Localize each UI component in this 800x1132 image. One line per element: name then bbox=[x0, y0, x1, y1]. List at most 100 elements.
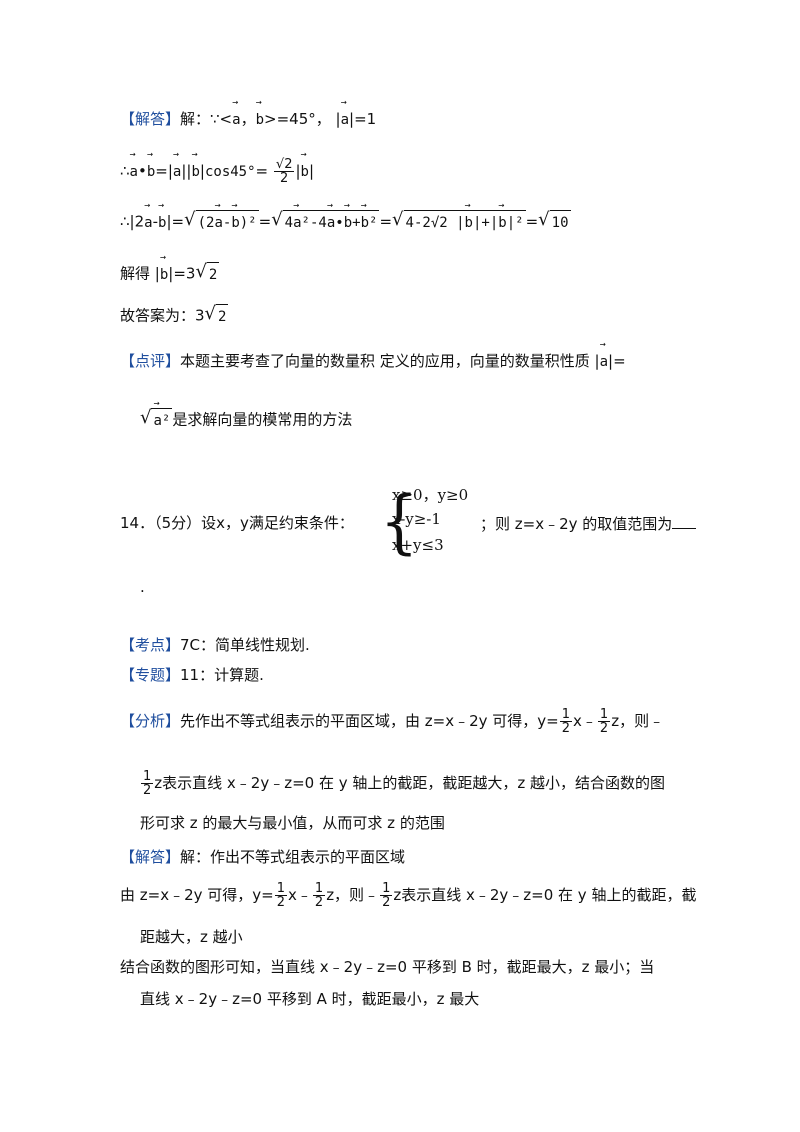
constraint-2: x-y≥-1 bbox=[392, 510, 441, 528]
minus: - bbox=[152, 212, 159, 231]
inner-2d: + bbox=[352, 215, 361, 231]
equals: = bbox=[258, 212, 272, 231]
dot-operator: • bbox=[137, 162, 147, 180]
vector-a: a bbox=[214, 201, 222, 234]
zhuanti-text: 11：计算题. bbox=[180, 666, 264, 684]
solve-tail: |=3 bbox=[168, 264, 196, 283]
final-answer-text: 故答案为：3 bbox=[120, 306, 205, 325]
vector-b: b bbox=[344, 201, 352, 234]
fraction-numerator: 1 bbox=[559, 707, 573, 722]
vector-b: b bbox=[160, 253, 168, 286]
jieda-line-4: 结合函数的图形可知，当直线 x﹣2y﹣z=0 平移到 B 时，截距最大，z 最小… bbox=[120, 958, 655, 976]
question-14-tail: ；则 z=x﹣2y 的取值范围为 bbox=[480, 512, 697, 535]
root-value: 2 bbox=[206, 262, 220, 286]
fraction-denominator: 2 bbox=[143, 783, 152, 798]
inner-1c: )² bbox=[239, 215, 257, 231]
fraction-denominator: 2 bbox=[561, 721, 571, 736]
kaodian-text: 7C：简单线性规划. bbox=[180, 636, 310, 654]
magnitude-line: ∴|2a-b|=√(2a-b)²=√4a²-4a•b+b²=√4-2√2 |b|… bbox=[120, 201, 571, 234]
equals: = bbox=[379, 212, 393, 231]
equals: = bbox=[525, 212, 539, 231]
fraction-numerator: 1 bbox=[141, 769, 154, 784]
zhuanti-line: 【专题】11：计算题. bbox=[120, 664, 264, 686]
vector-b: b bbox=[465, 201, 473, 234]
abs-a-value: =1 bbox=[354, 110, 377, 128]
vector-a: a bbox=[130, 150, 138, 183]
fraction-numerator: 1 bbox=[380, 881, 393, 896]
fenxi-line-2-text: z表示直线 x﹣2y﹣z=0 在 y 轴上的截距，截距越大，z 越小，结合函数的… bbox=[154, 774, 666, 792]
vector-a: a bbox=[144, 201, 152, 234]
result-10: 10 bbox=[549, 210, 571, 234]
inner-3c: |² bbox=[506, 215, 524, 231]
abs-a: |a| bbox=[336, 98, 355, 131]
root-value: 2 bbox=[216, 304, 229, 328]
vector-a: a bbox=[327, 201, 335, 234]
comma: ， bbox=[240, 110, 256, 128]
vector-b: b bbox=[301, 150, 309, 183]
vector-a: a bbox=[173, 150, 181, 183]
jieda-line-3: 距越大，z 越小 bbox=[140, 928, 243, 946]
cos-term: cos45° bbox=[204, 164, 256, 180]
fraction-denominator: 2 bbox=[599, 721, 609, 736]
inner-2c: • bbox=[335, 215, 344, 231]
comment-line-2-text: 是求解向量的模常用的方法 bbox=[172, 410, 353, 429]
sqrt-term-2: √4a²-4a•b+b² bbox=[271, 201, 380, 234]
question-period: . bbox=[140, 578, 145, 596]
sqrt-10: √10 bbox=[538, 210, 571, 234]
lhs-coef: |2 bbox=[129, 212, 145, 231]
comment-text: 本题主要考查了向量的数量积 定义的应用，向量的数量积性质 | bbox=[180, 352, 600, 370]
question-14-stem: 14．（5分）设x，y满足约束条件： bbox=[120, 512, 354, 534]
answer-head: 解：∵< bbox=[180, 110, 233, 128]
vector-a: a bbox=[600, 340, 608, 373]
angle-end: >=45°， bbox=[264, 110, 331, 128]
fenxi-line-1a: 先作出不等式组表示的平面区域，由 z=x﹣2y 可得，y= bbox=[180, 712, 559, 730]
answer-blank bbox=[672, 512, 697, 529]
fenxi-line-1b: x﹣ bbox=[573, 712, 597, 730]
vector-b: b bbox=[147, 150, 155, 183]
fenxi-line-3: 形可求 z 的最大与最小值，从而可求 z 的范围 bbox=[140, 814, 445, 832]
inner-2: 4 bbox=[284, 215, 294, 231]
dot-product-line: ∴a•b=|a||b|cos45°= √22|b| bbox=[120, 150, 314, 186]
final-answer-line: 故答案为：3√2 bbox=[120, 304, 229, 328]
inner-1b: - bbox=[222, 215, 232, 231]
fenxi-line-1c: z，则﹣ bbox=[611, 712, 665, 730]
fraction-numerator: √2 bbox=[273, 157, 295, 172]
vector-b: b bbox=[361, 201, 369, 234]
sqrt-term-1: √(2a-b)² bbox=[184, 201, 259, 234]
jieda-line-2c: z，则﹣ bbox=[326, 886, 380, 904]
vector-a: a bbox=[153, 399, 161, 432]
inner-2e: ² bbox=[369, 215, 378, 231]
inner-1: (2 bbox=[197, 215, 215, 231]
jieda-line-1-text: 解：作出不等式组表示的平面区域 bbox=[180, 848, 406, 866]
jieda-line-2b: x﹣ bbox=[288, 886, 312, 904]
comment-line-1: 【点评】本题主要考查了向量的数量积 定义的应用，向量的数量积性质 |a|= bbox=[120, 340, 626, 373]
constraint-1: x≥0，y≥0 bbox=[392, 486, 469, 504]
solve-text: 解得 | bbox=[120, 264, 160, 283]
solve-line: 解得 |b|=3√2 bbox=[120, 253, 220, 286]
therefore-symbol: ∴ bbox=[120, 212, 130, 231]
fraction-denominator: 2 bbox=[382, 895, 391, 910]
inner-3b: |+| bbox=[472, 215, 499, 231]
vector-a: a bbox=[341, 98, 349, 131]
kaodian-tag: 【考点】 bbox=[120, 636, 181, 654]
comment-tail: |= bbox=[608, 352, 626, 370]
vector-b: b bbox=[231, 201, 239, 234]
brace-icon: { bbox=[380, 481, 419, 563]
vector-a: a bbox=[293, 201, 301, 234]
answer-tag: 【解答】 bbox=[120, 110, 181, 128]
fraction-numerator: 1 bbox=[274, 881, 288, 896]
kaodian-line: 【考点】7C：简单线性规划. bbox=[120, 634, 310, 656]
sqrt-term-3: √4-2√2 |b|+|b|² bbox=[392, 201, 526, 234]
equals: = bbox=[171, 212, 185, 231]
fraction-denominator: 2 bbox=[280, 171, 289, 186]
jieda-line-1: 【解答】解：作出不等式组表示的平面区域 bbox=[120, 846, 405, 868]
constraint-system: { x≥0，y≥0 x-y≥-1 x+y≤3 bbox=[380, 482, 470, 563]
